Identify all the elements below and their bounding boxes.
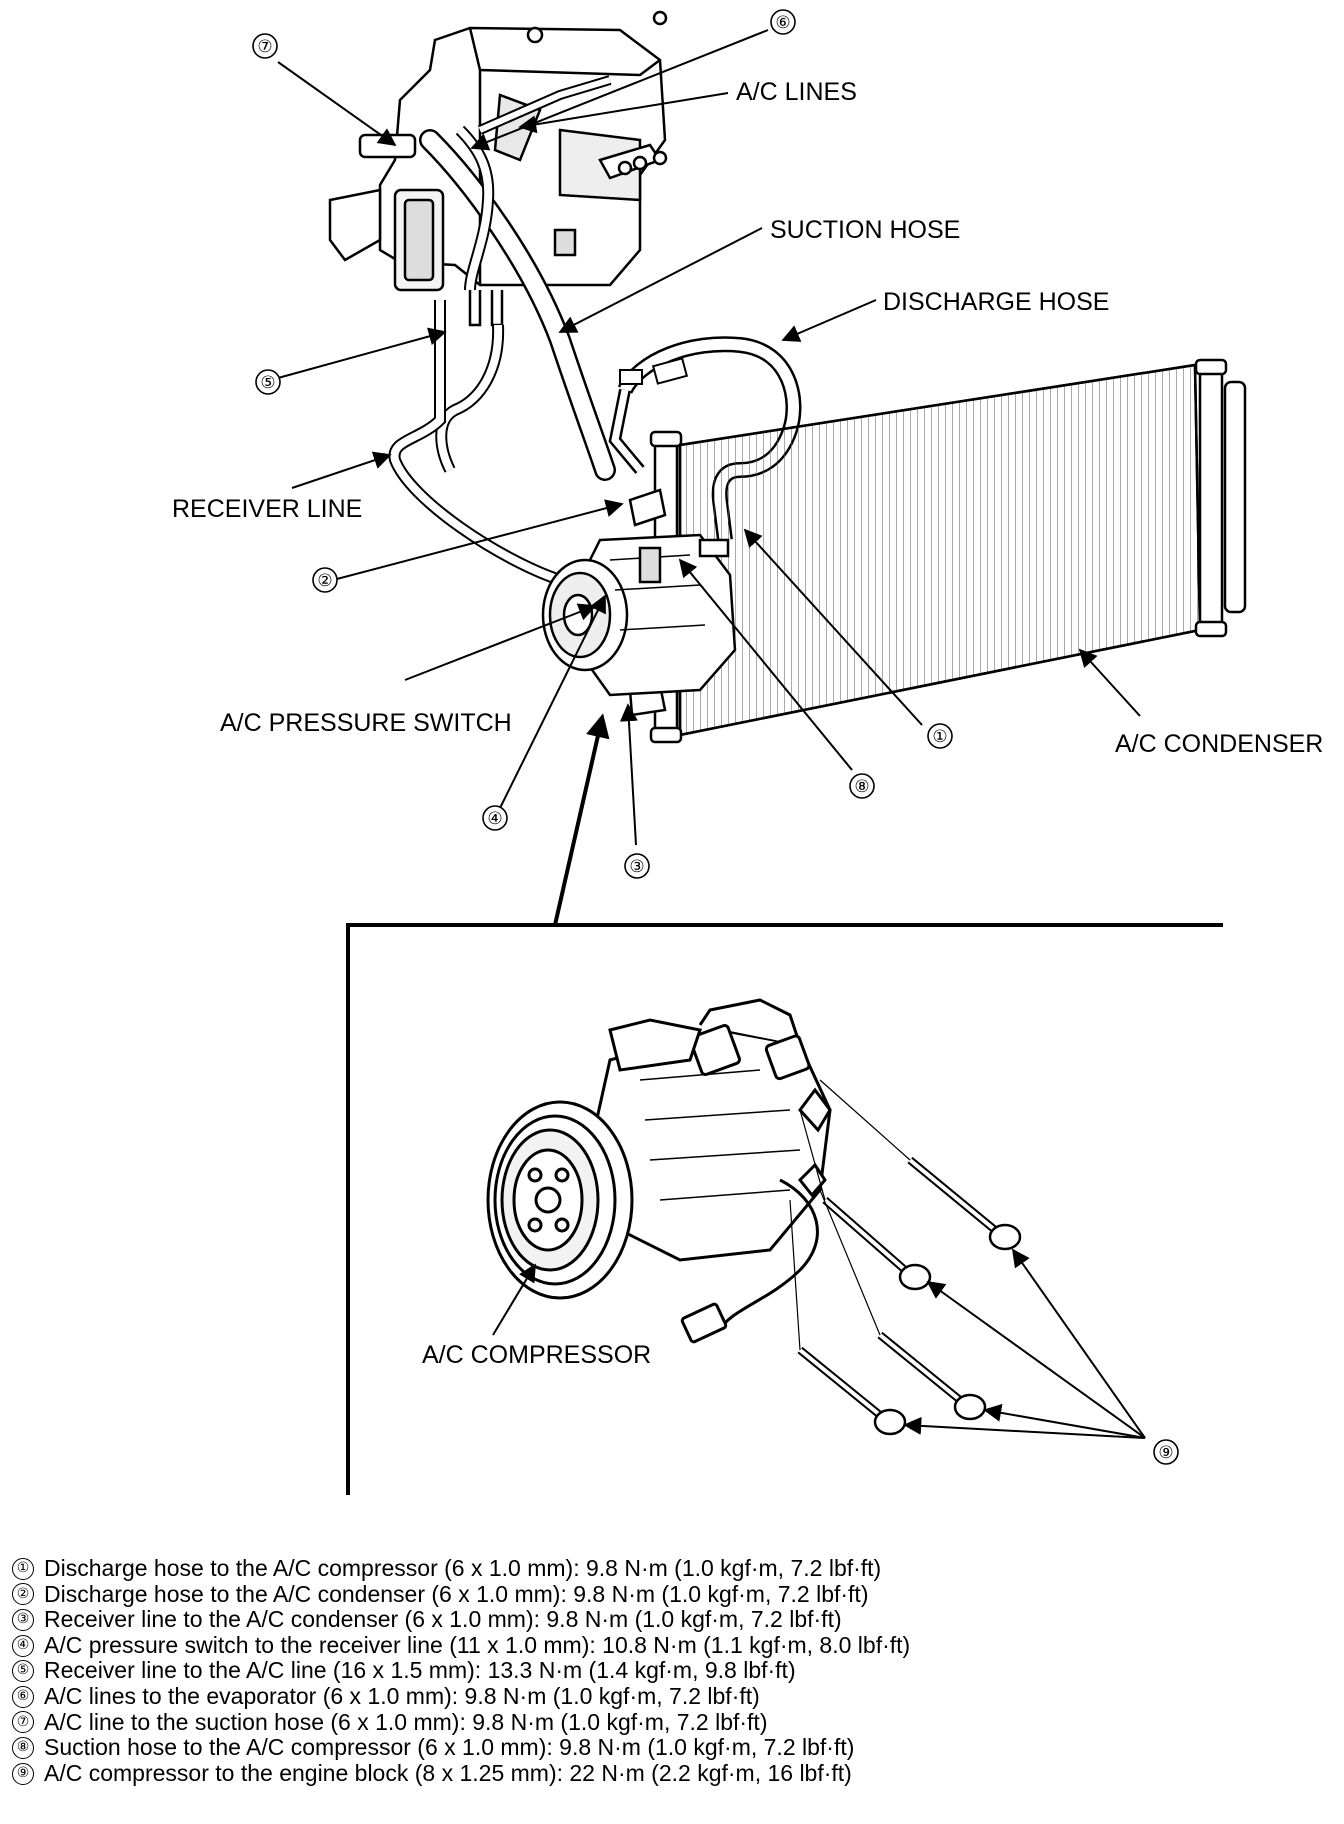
svg-text:③: ③ (629, 857, 644, 877)
svg-text:⑨: ⑨ (1158, 1443, 1173, 1463)
legend-text: A/C line to the suction hose (6 x 1.0 mm… (44, 1708, 768, 1735)
legend-text: A/C pressure switch to the receiver line… (44, 1631, 911, 1658)
bolt-alignment-lines (789, 1079, 911, 1351)
callout-4: ④ (482, 805, 508, 831)
legend-text: Discharge hose to the A/C compressor (6 … (44, 1555, 882, 1581)
callout-8: ⑧ (849, 773, 875, 799)
bolt-1 (907, 1156, 1022, 1251)
legend-number: ⑤ (12, 1660, 34, 1683)
suction-hose (419, 129, 616, 481)
legend-item: ③ Receiver line to the A/C condenser (6 … (12, 1607, 1332, 1633)
legend-text: Receiver line to the A/C line (16 x 1.5 … (44, 1657, 796, 1684)
callout-3: ③ (624, 853, 650, 879)
label-ac-pressure-switch: A/C PRESSURE SWITCH (220, 709, 512, 737)
callout-6: ⑥ (770, 9, 796, 35)
legend-text: A/C compressor to the engine block (8 x … (44, 1759, 852, 1786)
label-receiver-line: RECEIVER LINE (172, 495, 362, 523)
label-ac-compressor: A/C COMPRESSOR (422, 1341, 651, 1369)
compressor-inset (486, 998, 832, 1344)
callout-5: ⑤ (255, 369, 281, 395)
legend-text: A/C lines to the evaporator (6 x 1.0 mm)… (44, 1682, 760, 1709)
legend-item: ⑨ A/C compressor to the engine block (8 … (12, 1759, 1332, 1787)
svg-text:⑥: ⑥ (775, 13, 790, 33)
legend-item: ① Discharge hose to the A/C compressor (… (12, 1555, 1332, 1582)
legend-number: ② (12, 1583, 34, 1606)
ac-condenser (628, 358, 1247, 744)
label-ac-lines: A/C LINES (736, 78, 857, 106)
legend-item: ② Discharge hose to the A/C condenser (6… (12, 1580, 1332, 1608)
legend-number: ⑥ (12, 1685, 34, 1708)
callout-9: ⑨ (1153, 1439, 1179, 1465)
legend-item: ⑦ A/C line to the suction hose (6 x 1.0 … (12, 1708, 1332, 1736)
bolt-2 (822, 1196, 932, 1291)
legend-text: Suction hose to the A/C compressor (6 x … (44, 1734, 855, 1761)
legend-item: ⑤ Receiver line to the A/C line (16 x 1.… (12, 1658, 1332, 1684)
legend-item: ⑥ A/C lines to the evaporator (6 x 1.0 m… (12, 1682, 1332, 1710)
label-ac-condenser: A/C CONDENSER (1115, 730, 1323, 758)
legend-number: ⑧ (12, 1736, 34, 1759)
evaporator-unit (328, 10, 668, 327)
mounting-bolts (797, 1156, 1022, 1436)
bolt-3 (877, 1331, 987, 1421)
leader-lines (277, 29, 1146, 1439)
inset-pointer-arrow (553, 713, 610, 926)
legend-number: ① (12, 1557, 34, 1580)
legend-number: ⑨ (12, 1762, 34, 1785)
svg-text:④: ④ (487, 809, 502, 829)
svg-text:①: ① (932, 727, 947, 747)
callout-1: ① (927, 723, 953, 749)
bolt-4 (797, 1346, 907, 1436)
svg-text:⑤: ⑤ (260, 373, 275, 393)
torque-spec-legend: ① Discharge hose to the A/C compressor (… (12, 1555, 1332, 1787)
legend-number: ③ (12, 1608, 34, 1631)
legend-item: ④ A/C pressure switch to the receiver li… (12, 1631, 1332, 1659)
legend-text: Discharge hose to the A/C condenser (6 x… (44, 1580, 869, 1607)
svg-text:⑦: ⑦ (257, 37, 272, 57)
legend-text: Receiver line to the A/C condenser (6 x … (44, 1606, 842, 1633)
inset-frame (346, 923, 1223, 1495)
svg-text:②: ② (317, 571, 332, 591)
legend-number: ④ (12, 1634, 34, 1657)
label-suction-hose: SUCTION HOSE (770, 216, 960, 244)
callout-7: ⑦ (252, 33, 278, 59)
legend-item: ⑧ Suction hose to the A/C compressor (6 … (12, 1735, 1332, 1761)
callout-2: ② (312, 567, 338, 593)
legend-number: ⑦ (12, 1711, 34, 1734)
label-discharge-hose: DISCHARGE HOSE (883, 288, 1109, 316)
svg-text:⑧: ⑧ (854, 777, 869, 797)
